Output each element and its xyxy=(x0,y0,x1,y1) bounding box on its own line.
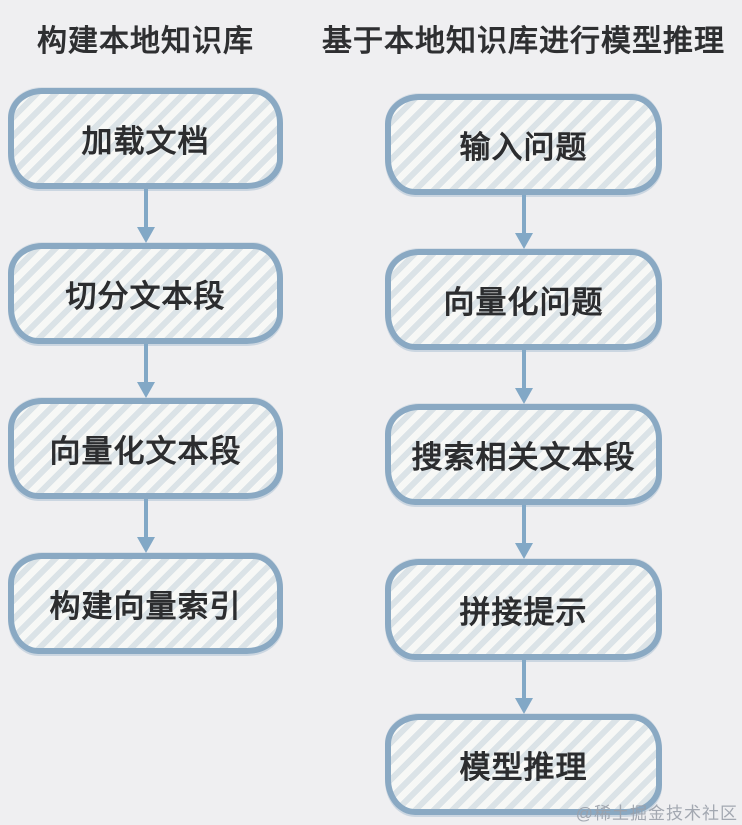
arrow-shaft xyxy=(521,505,526,544)
flow-node-input-question: 输入问题 xyxy=(385,94,662,195)
arrowhead-down-icon xyxy=(514,698,533,714)
arrowhead-down-icon xyxy=(136,537,155,553)
arrowhead-down-icon xyxy=(136,382,155,398)
flow-arrow xyxy=(385,660,662,714)
arrowhead-down-icon xyxy=(514,388,533,404)
flow-node-build-index: 构建向量索引 xyxy=(8,553,283,654)
flow-column-build-kb: 构建本地知识库 加载文档 切分文本段 向量化文本段 构建向量索引 xyxy=(8,0,283,654)
flow-column-inference: 基于本地知识库进行模型推理 输入问题 向量化问题 搜索相关文本段 拼接提示 模型… xyxy=(322,0,724,815)
flow-title-inference: 基于本地知识库进行模型推理 xyxy=(322,20,724,58)
arrowhead-down-icon xyxy=(514,543,533,559)
flow-arrow xyxy=(385,195,662,249)
flow-title-build-kb: 构建本地知识库 xyxy=(8,20,283,58)
flow-arrow xyxy=(385,350,662,404)
flow-node-concat-prompt: 拼接提示 xyxy=(385,559,662,660)
flow-arrow xyxy=(8,344,283,398)
flow-node-split-text: 切分文本段 xyxy=(8,243,283,344)
flow-node-load-docs: 加载文档 xyxy=(8,88,283,189)
arrow-shaft xyxy=(143,344,148,383)
arrow-shaft xyxy=(521,350,526,389)
flow-title-text: 构建本地知识库 xyxy=(37,25,254,58)
flow-node-search-related: 搜索相关文本段 xyxy=(385,404,662,505)
flow-node-vectorize-text: 向量化文本段 xyxy=(8,398,283,499)
flow-node-vectorize-question: 向量化问题 xyxy=(385,249,662,350)
arrowhead-down-icon xyxy=(136,227,155,243)
arrow-shaft xyxy=(521,195,526,234)
arrow-shaft xyxy=(521,660,526,699)
flow-title-text: 基于本地知识库进行模型推理 xyxy=(322,25,725,58)
flow-arrow xyxy=(8,499,283,553)
flow-arrow xyxy=(385,505,662,559)
flow-arrow xyxy=(8,189,283,243)
arrow-shaft xyxy=(143,189,148,228)
watermark: @稀土掘金技术社区 xyxy=(575,804,738,823)
arrow-shaft xyxy=(143,499,148,538)
arrowhead-down-icon xyxy=(514,233,533,249)
flow-node-model-inference: 模型推理 xyxy=(385,714,662,815)
